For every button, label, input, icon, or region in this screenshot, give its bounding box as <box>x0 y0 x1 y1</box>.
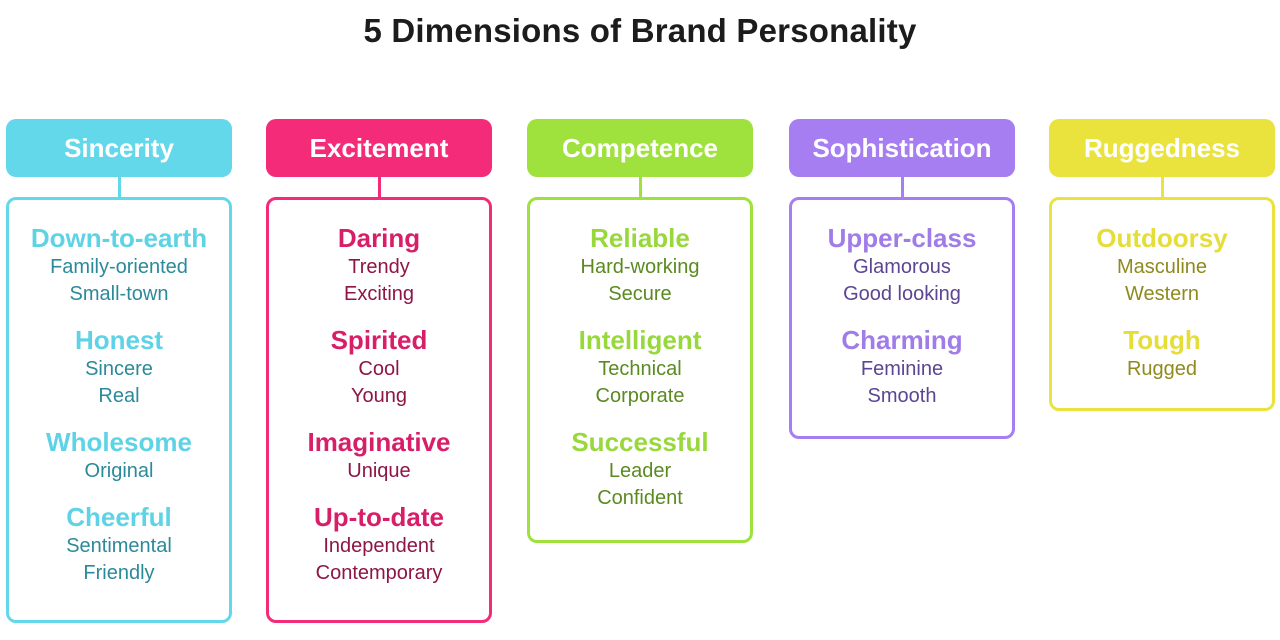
facet: Leader <box>608 460 672 482</box>
facet: Original <box>84 460 154 482</box>
connector-line <box>1160 177 1164 197</box>
traits-box: Down-to-earth Family-oriented Small-town… <box>6 197 232 623</box>
trait-group: Charming Feminine Smooth <box>792 324 1012 410</box>
dimension-sophistication: Sophistication Upper-class Glamorous Goo… <box>789 119 1015 439</box>
traits-box: Upper-class Glamorous Good looking Charm… <box>789 197 1015 439</box>
facet: Smooth <box>867 385 937 407</box>
facet: Contemporary <box>315 562 443 584</box>
trait-group: Daring Trendy Exciting <box>269 222 489 308</box>
facet: Masculine <box>1116 256 1208 278</box>
traits-box: Reliable Hard-working Secure Intelligent… <box>527 197 753 543</box>
facet: Sincere <box>85 358 153 380</box>
facet: Trendy <box>348 256 410 278</box>
trait-name: Spirited <box>330 325 428 355</box>
dimension-ruggedness: Ruggedness Outdoorsy Masculine Western T… <box>1049 119 1275 411</box>
trait-group: Upper-class Glamorous Good looking <box>792 222 1012 308</box>
facet: Rugged <box>1126 358 1198 380</box>
dimension-header: Sincerity <box>6 119 232 177</box>
connector-line <box>117 177 121 197</box>
trait-group: Intelligent Technical Corporate <box>530 324 750 410</box>
trait-name: Down-to-earth <box>30 223 208 253</box>
facet: Young <box>351 385 407 407</box>
trait-name: Upper-class <box>827 223 977 253</box>
connector-line <box>377 177 381 197</box>
trait-group: Down-to-earth Family-oriented Small-town <box>9 222 229 308</box>
trait-group: Tough Rugged <box>1052 324 1272 383</box>
trait-name: Imaginative <box>307 427 451 457</box>
facet: Exciting <box>343 283 415 305</box>
trait-group: Honest Sincere Real <box>9 324 229 410</box>
dimension-sincerity: Sincerity Down-to-earth Family-oriented … <box>6 119 232 623</box>
trait-group: Outdoorsy Masculine Western <box>1052 222 1272 308</box>
trait-name: Outdoorsy <box>1096 223 1228 253</box>
facet: Real <box>98 385 140 407</box>
facet: Technical <box>598 358 682 380</box>
dimension-competence: Competence Reliable Hard-working Secure … <box>527 119 753 543</box>
trait-name: Successful <box>571 427 709 457</box>
facet: Corporate <box>595 385 685 407</box>
trait-name: Tough <box>1123 325 1201 355</box>
traits-box: Daring Trendy Exciting Spirited Cool You… <box>266 197 492 623</box>
trait-name: Cheerful <box>66 502 172 532</box>
facet: Sentimental <box>66 535 172 557</box>
dimension-excitement: Excitement Daring Trendy Exciting Spirit… <box>266 119 492 623</box>
trait-name: Charming <box>841 325 963 355</box>
facet: Cool <box>358 358 400 380</box>
dimension-header: Ruggedness <box>1049 119 1275 177</box>
trait-group: Up-to-date Independent Contemporary <box>269 501 489 587</box>
facet: Confident <box>597 487 683 509</box>
facet: Unique <box>347 460 411 482</box>
facet: Glamorous <box>853 256 951 278</box>
diagram-title: 5 Dimensions of Brand Personality <box>363 12 917 49</box>
facet: Small-town <box>69 283 169 305</box>
connector-line <box>638 177 642 197</box>
trait-group: Successful Leader Confident <box>530 426 750 512</box>
facet: Family-oriented <box>50 256 188 278</box>
facet: Friendly <box>83 562 155 584</box>
trait-group: Cheerful Sentimental Friendly <box>9 501 229 587</box>
trait-group: Imaginative Unique <box>269 426 489 485</box>
trait-name: Reliable <box>590 223 690 253</box>
trait-name: Daring <box>337 223 421 253</box>
dimension-header: Excitement <box>266 119 492 177</box>
dimension-header: Competence <box>527 119 753 177</box>
facet: Western <box>1124 283 1200 305</box>
trait-group: Spirited Cool Young <box>269 324 489 410</box>
facet: Hard-working <box>580 256 700 278</box>
trait-name: Honest <box>74 325 164 355</box>
facet: Independent <box>323 535 435 557</box>
facet: Good looking <box>843 283 961 305</box>
trait-name: Intelligent <box>578 325 702 355</box>
trait-group: Reliable Hard-working Secure <box>530 222 750 308</box>
trait-name: Wholesome <box>46 427 192 457</box>
facet: Secure <box>608 283 672 305</box>
connector-line <box>900 177 904 197</box>
dimension-header: Sophistication <box>789 119 1015 177</box>
trait-group: Wholesome Original <box>9 426 229 485</box>
facet: Feminine <box>860 358 944 380</box>
traits-box: Outdoorsy Masculine Western Tough Rugged <box>1049 197 1275 411</box>
trait-name: Up-to-date <box>314 502 444 532</box>
